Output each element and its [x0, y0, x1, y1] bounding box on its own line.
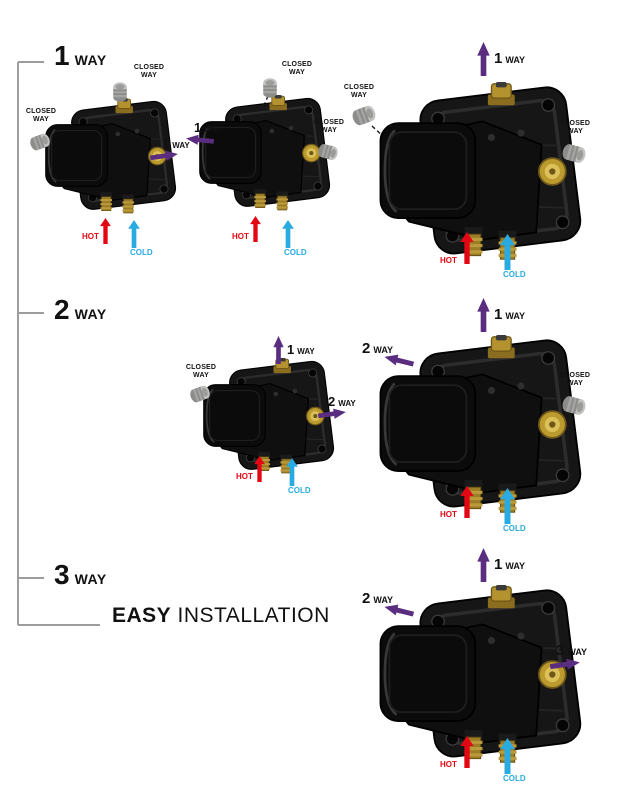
cold-arrow-icon: [500, 488, 515, 524]
way-number: 1: [194, 120, 202, 135]
closed-line2: WAY: [321, 127, 337, 134]
way-unit: WAY: [172, 141, 190, 150]
way-1-tag: 1 WAY: [162, 136, 190, 151]
hot-label: HOT: [440, 256, 457, 265]
hot-arrow-icon: [460, 486, 474, 518]
closed-way-label: CLOSED WAY: [274, 61, 320, 77]
way-1-tag: 1 WAY: [194, 120, 222, 135]
way-3-tag: 3 WAY: [556, 642, 587, 659]
section-heading-3way: 3 WAY: [54, 559, 107, 591]
way-number: 1: [494, 306, 503, 323]
way-unit: WAY: [505, 311, 526, 321]
cold-arrow-icon: [286, 458, 298, 486]
cold-arrow-icon: [500, 738, 515, 774]
section-unit: WAY: [74, 306, 107, 322]
cold-label: COLD: [503, 270, 526, 279]
closed-way-label: CLOSED WAY: [306, 119, 352, 135]
way-number: 2: [362, 340, 371, 357]
hot-label: HOT: [236, 472, 253, 481]
way-1-tag: 1 WAY: [494, 50, 525, 67]
closed-line2: WAY: [141, 72, 157, 79]
closed-line1: CLOSED: [559, 120, 591, 127]
closed-line1: CLOSED: [25, 108, 57, 115]
installation-word: INSTALLATION: [177, 604, 330, 627]
way-unit: WAY: [505, 561, 526, 571]
closed-way-label: CLOSED WAY: [178, 364, 224, 380]
easy-word: EASY: [112, 604, 172, 627]
hot-arrow-icon: [460, 232, 474, 264]
section-unit: WAY: [74, 571, 107, 587]
closed-way-label: CLOSED WAY: [336, 84, 382, 100]
way-number: 3: [556, 642, 565, 659]
hot-arrow-icon: [254, 456, 265, 482]
way-number: 1: [494, 556, 503, 573]
section-heading-1way: 1 WAY: [54, 40, 107, 72]
way-unit: WAY: [204, 125, 222, 134]
closed-line1: CLOSED: [185, 364, 217, 371]
way-number: 1: [287, 342, 295, 357]
way-unit: WAY: [505, 55, 526, 65]
way-unit: WAY: [373, 345, 394, 355]
closed-line1: CLOSED: [133, 64, 165, 71]
closed-way-plug-icon: [260, 76, 280, 100]
valve-body-1way-top: [375, 82, 590, 270]
closed-line2: WAY: [289, 69, 305, 76]
cold-label: COLD: [284, 248, 307, 257]
section-heading-2way: 2 WAY: [54, 294, 107, 326]
cold-arrow-icon: [500, 234, 515, 270]
cold-arrow-icon: [128, 220, 140, 248]
way-1-tag: 1 WAY: [287, 342, 315, 357]
section-number: 2: [54, 294, 70, 325]
way-unit: WAY: [567, 647, 588, 657]
hot-arrow-icon: [250, 216, 261, 242]
way-number: 2: [362, 590, 371, 607]
way-2-tag: 2 WAY: [362, 590, 393, 607]
closed-line1: CLOSED: [281, 61, 313, 68]
way-2-tag: 2 WAY: [362, 340, 393, 357]
closed-way-label: CLOSED WAY: [18, 108, 64, 124]
way-number: 2: [328, 394, 336, 409]
way-1-arrow-icon: [476, 548, 491, 582]
way-1-arrow-icon: [476, 298, 491, 332]
cold-label: COLD: [288, 486, 311, 495]
closed-line2: WAY: [351, 92, 367, 99]
hot-label: HOT: [232, 232, 249, 241]
closed-line1: CLOSED: [559, 372, 591, 379]
closed-way-label: CLOSED WAY: [552, 372, 598, 388]
closed-line2: WAY: [193, 372, 209, 379]
way-1-arrow-icon: [272, 336, 285, 364]
closed-way-plug-icon: [110, 80, 130, 104]
cold-label: COLD: [503, 524, 526, 533]
way-unit: WAY: [338, 399, 356, 408]
way-number: 1: [494, 50, 503, 67]
section-unit: WAY: [74, 52, 107, 68]
way-1-tag: 1 WAY: [494, 556, 525, 573]
hot-arrow-icon: [460, 736, 474, 768]
way-2-tag: 2 WAY: [328, 394, 356, 409]
cold-label: COLD: [503, 774, 526, 783]
closed-line2: WAY: [567, 380, 583, 387]
cold-label: COLD: [130, 248, 153, 257]
closed-way-label: CLOSED WAY: [126, 64, 172, 80]
way-unit: WAY: [373, 595, 394, 605]
hot-label: HOT: [440, 510, 457, 519]
closed-line1: CLOSED: [313, 119, 345, 126]
hot-label: HOT: [440, 760, 457, 769]
easy-installation-text: EASY INSTALLATION: [112, 604, 330, 628]
hot-arrow-icon: [100, 218, 111, 244]
closed-line2: WAY: [33, 116, 49, 123]
closed-line2: WAY: [567, 128, 583, 135]
way-1-arrow-icon: [476, 42, 491, 76]
way-unit: WAY: [297, 347, 315, 356]
closed-line1: CLOSED: [343, 84, 375, 91]
hot-label: HOT: [82, 232, 99, 241]
closed-way-label: CLOSED WAY: [552, 120, 598, 136]
way-1-tag: 1 WAY: [494, 306, 525, 323]
way-number: 1: [162, 136, 170, 151]
cold-arrow-icon: [282, 220, 294, 248]
section-number: 3: [54, 559, 70, 590]
section-number: 1: [54, 40, 70, 71]
